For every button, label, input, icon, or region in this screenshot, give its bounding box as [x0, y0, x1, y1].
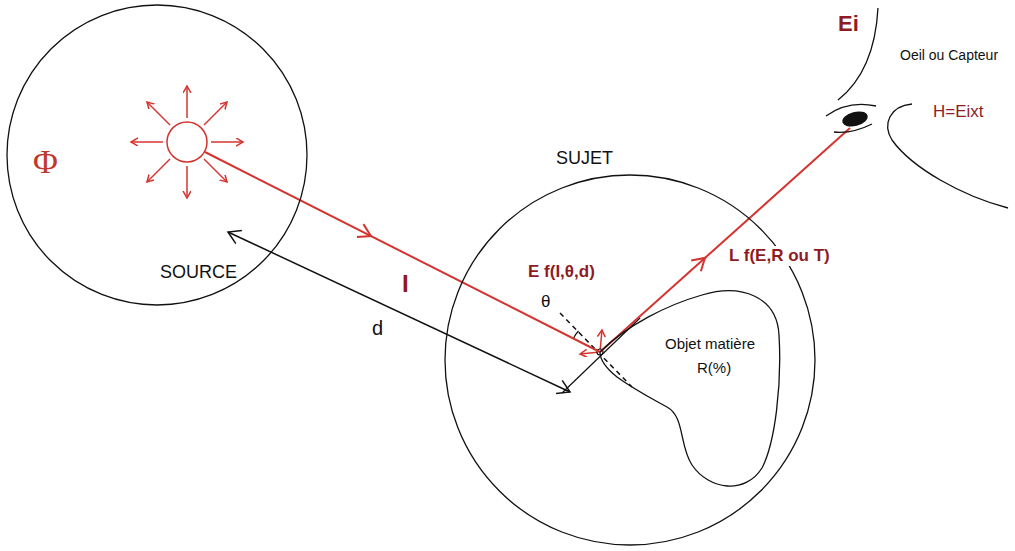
illuminance-label: Ei: [838, 11, 859, 37]
sensor-name: Oeil ou Capteur: [900, 47, 998, 64]
angle-symbol: θ: [541, 292, 550, 312]
luminance-ray: [600, 128, 850, 352]
object-shape-outline: [597, 275, 783, 493]
illuminance-formula: E f(I,θ,d): [528, 262, 595, 282]
object-name: Objet matière: [665, 335, 755, 353]
region-title: SOURCE: [160, 262, 237, 284]
intensity-ray: [205, 152, 600, 352]
source-circle: Φ SOURCE: [6, 4, 308, 306]
flux-symbol: Φ: [33, 142, 58, 183]
subject-circle: SUJETObjet matièreR(%): [444, 174, 816, 546]
ray-label: L f(E,R ou T): [726, 246, 833, 266]
ray-label: I: [402, 270, 409, 299]
ray-label: d: [372, 316, 383, 340]
lamp-symbol: [131, 86, 243, 198]
object-shape: Objet matièreR(%): [597, 275, 783, 493]
eye-sensor: EiOeil ou CapteurH=Eixt: [815, 5, 1010, 210]
exposure-formula: H=Eixt: [933, 102, 984, 122]
reflectance-label: R(%): [697, 359, 731, 377]
region-title: SUJET: [556, 148, 613, 170]
distance-arrow: [228, 231, 570, 394]
subject-circle-outline: [444, 174, 816, 546]
